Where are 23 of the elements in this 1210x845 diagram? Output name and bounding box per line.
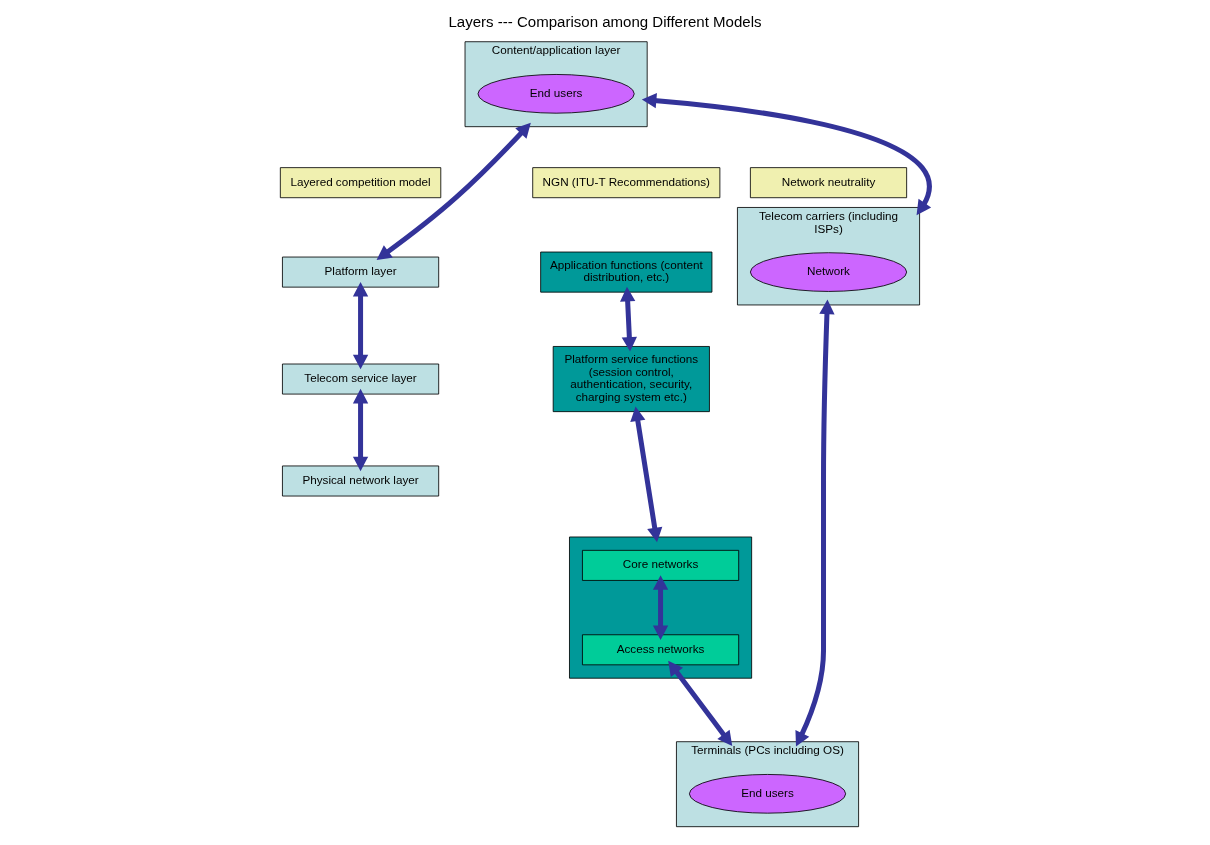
node-box: Platform service functions (session control, authentication, security, charging system etc.) [552,346,710,413]
node-ellipse: End users [477,74,635,114]
arrow [376,122,531,260]
diagram-title: Layers --- Comparison among Different Models [448,13,762,31]
node-ellipse: Network [749,252,908,292]
node-box: Access networks [582,634,740,666]
node-box: Physical network layer [282,465,440,497]
node-box: Core networks [582,549,740,581]
arrow [641,93,932,216]
node-box: Telecom service layer [282,363,440,395]
node-box: Layered competition model [279,167,442,199]
node-box: Network neutrality [749,167,908,199]
arrow [352,281,369,370]
arrow [352,388,369,472]
node-box: Platform layer [282,256,440,288]
arrow [795,299,835,747]
arrow [630,406,663,543]
arrow [620,286,637,352]
arrow [652,575,669,641]
node-box: Application functions (content distribution, etc.) [540,251,713,293]
node-ellipse: End users [688,774,847,814]
arrow [668,660,733,747]
node-box: NGN (ITU-T Recommendations) [532,167,721,199]
